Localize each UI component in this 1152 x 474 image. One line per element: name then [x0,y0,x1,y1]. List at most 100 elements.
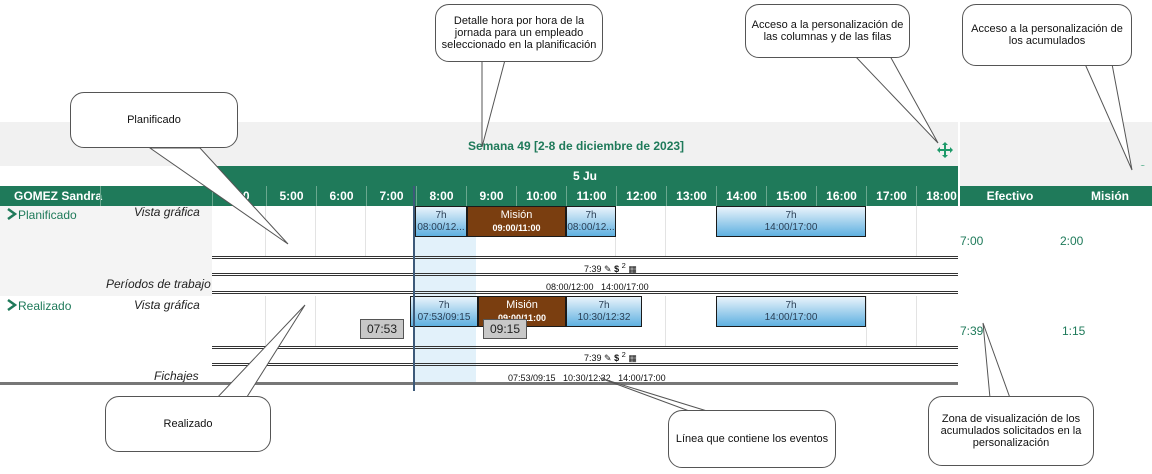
callout-columns: Acceso a la personalización de las colum… [745,4,910,58]
accum-header-efectivo[interactable]: Efectivo [986,189,1034,203]
actual-block[interactable]: 7h 14:00/17:00 [716,296,866,327]
planned-section-label[interactable]: Planificado [18,208,77,222]
actual-view-label: Vista gráfica [134,298,200,312]
callout-accum: Acceso a la personalización de los acumu… [962,4,1132,66]
block-title: 7h [598,300,610,311]
hour-cell: 6:00 [316,186,366,206]
block-title: Misión [500,209,533,221]
block-time: 14:00/17:00 [764,222,818,233]
hour-cell: 10:00 [516,186,566,206]
hour-cell: 9:00 [466,186,516,206]
block-time: 07:53/09:15 [417,312,471,323]
planned-events-line[interactable]: 7:39 ✎ $ 2 ▦ [584,261,637,275]
name-divider [100,186,101,206]
row-separator [212,363,958,366]
expand-planned-icon[interactable] [6,207,18,223]
actual-events-line[interactable]: 7:39 ✎ $ 2 ▦ [584,350,637,364]
events-duration: 7:39 [584,353,602,363]
move-icon[interactable] [936,141,954,159]
planned-mission-block[interactable]: Misión 09:00/11:00 [467,206,566,237]
block-title: 7h [785,300,797,311]
events-duration: 7:39 [584,264,602,274]
row-separator [212,291,958,294]
hour-cell: 14:00 [716,186,766,206]
grid-line [916,296,917,346]
block-time: 09:00/11:00 [492,223,541,233]
hour-cell: 16:00 [816,186,866,206]
callout-actual: Realizado [105,396,271,452]
callout-hourly: Detalle hora por hora de la jornada para… [435,4,603,62]
row-separator [212,256,958,259]
employee-name[interactable]: GOMEZ Sandra [14,189,103,203]
block-time: 08:00/12... [567,222,615,233]
planned-block[interactable]: 7h 08:00/12... [566,206,616,237]
hour-cell: 8:00 [416,186,466,206]
dollar-icon[interactable]: $ [614,353,620,363]
grid-line [866,296,867,346]
block-time: 08:00/12... [417,222,465,233]
events-count: 2 [621,261,626,270]
block-title: 7h [785,210,797,221]
block-title: 7h [435,210,447,221]
planned-block[interactable]: 7h 08:00/12... [415,206,467,237]
hour-cell: 15:00 [766,186,816,206]
periods-text: 08:00/12:00 14:00/17:00 [546,282,649,292]
grid-line [365,206,366,256]
clock-label: Fichajes [154,369,199,383]
hour-cell: 7:00 [366,186,416,206]
hour-cell: 17:00 [866,186,916,206]
time-cursor[interactable] [413,186,415,391]
planned-block[interactable]: 7h 14:00/17:00 [716,206,866,237]
grid-line [265,206,266,256]
dollar-icon[interactable]: $ [614,264,620,274]
bottom-line [0,382,958,385]
week-title: Semana 49 [2-8 de diciembre de 2023] [467,139,685,153]
clock-out-tag[interactable]: 09:15 [483,319,527,339]
planned-accum-efectivo: 7:00 [960,234,984,248]
callout-zone: Zona de visualización de los acumulados … [928,396,1094,466]
grid-line [916,206,917,256]
calendar-icon[interactable]: ▦ [628,353,637,363]
grid-line [315,206,316,256]
hour-cell: 5:00 [266,186,316,206]
planned-view-label: Vista gráfica [134,205,200,219]
block-time: 09:00/11:00 [497,313,547,323]
planned-accum-mision: 2:00 [1060,234,1084,248]
grid-line [665,206,666,256]
actual-block[interactable]: 7h 10:30/12:32 [566,296,642,327]
expand-actual-icon[interactable] [6,298,18,314]
row-separator [212,273,958,276]
note-icon[interactable]: ✎ [604,264,612,274]
grid-line [665,296,666,346]
actual-row-bg [0,296,212,386]
row-separator [212,346,958,349]
accum-header-bar [960,186,1152,206]
hour-cell: 12:00 [616,186,666,206]
block-title: 7h [585,210,597,221]
clock-text: 07:53/09:15 10:30/12:32 14:00/17:00 [508,373,666,383]
accum-spacer [960,166,1152,186]
block-time: 14:00/17:00 [764,312,818,323]
actual-accum-efectivo: 7:39 [960,324,984,338]
block-title: 7h [438,300,450,311]
clock-in-tag[interactable]: 07:53 [360,319,404,339]
hour-cell: 11:00 [566,186,616,206]
planned-row-bg [0,206,212,296]
block-time: 10:30/12:32 [577,312,631,323]
hour-cell: 18:00 [916,186,966,206]
block-title: Misión [506,299,538,311]
callout-events: Línea que contiene los eventos [668,410,836,468]
grid-line [265,296,266,346]
hour-cell: 13:00 [666,186,716,206]
periods-label: Períodos de trabajo [106,277,211,291]
grid-line [315,296,316,346]
calendar-icon[interactable]: ▦ [628,264,637,274]
callout-planned: Planificado [70,92,238,148]
events-count: 2 [621,350,626,359]
actual-block[interactable]: 7h 07:53/09:15 [410,296,478,327]
actual-section-label[interactable]: Realizado [18,299,72,313]
day-label: 5 Ju [212,166,958,186]
accum-header-mision[interactable]: Misión [1091,189,1129,203]
note-icon[interactable]: ✎ [604,353,612,363]
actual-accum-mision: 1:15 [1062,324,1086,338]
